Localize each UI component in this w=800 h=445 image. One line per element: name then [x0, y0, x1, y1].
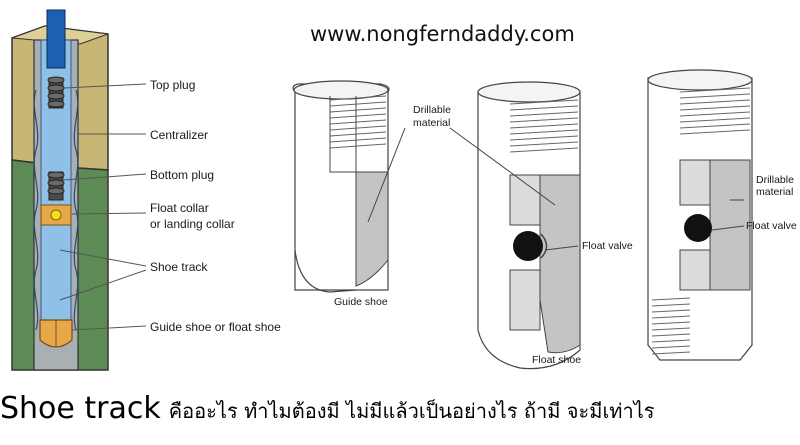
label-collar-drillable-1: Drillable	[756, 174, 794, 186]
float-shoe-drillable	[539, 174, 581, 354]
left-leader-lines	[59, 83, 147, 331]
caption-thai: คืออะไร ทำไมต้องมี ไม่มีแล้วเป็นอย่างไร …	[168, 399, 655, 423]
centralizer-bands	[33, 89, 79, 331]
label-bottom-plug: Bottom plug	[150, 168, 215, 182]
label-guide-or-float-shoe: Guide shoe or float shoe	[150, 320, 281, 334]
right-leader-lines	[367, 127, 745, 251]
label-centralizer: Centralizer	[150, 128, 209, 142]
float-shoe-drawing	[477, 81, 581, 370]
guide-shoe	[39, 319, 73, 348]
website-url: www.nongferndaddy.com	[310, 22, 575, 46]
label-float-collar: Float collar	[150, 201, 209, 215]
label-shoe-track: Shoe track	[150, 260, 208, 274]
guide-shoe-drawing	[292, 80, 390, 293]
float-collar	[40, 204, 72, 226]
caption: Shoe track คืออะไร ทำไมต้องมี ไม่มีแล้วเป…	[0, 391, 800, 445]
bottom-plug	[47, 171, 65, 201]
float-shoe-valve-ball	[513, 231, 543, 261]
float-collar-valve-ball	[684, 214, 712, 242]
guide-shoe-drillable	[355, 171, 389, 287]
label-collar-float-valve: Float valve	[746, 220, 797, 232]
label-guide-shoe: Guide shoe	[334, 296, 388, 308]
label-drillable-1: Drillable	[413, 104, 451, 116]
label-collar-drillable-2: material	[756, 186, 794, 198]
label-top-plug: Top plug	[150, 78, 196, 92]
label-landing-collar: or landing collar	[150, 217, 235, 231]
drill-pipe	[46, 9, 66, 69]
label-float-valve: Float valve	[582, 240, 633, 252]
float-collar-drawing	[647, 69, 753, 361]
caption-english: Shoe track	[0, 391, 161, 426]
float-collar-drillable	[709, 159, 751, 291]
label-drillable-2: material	[413, 117, 451, 129]
label-float-shoe: Float shoe	[532, 354, 582, 366]
top-plug	[47, 76, 65, 109]
